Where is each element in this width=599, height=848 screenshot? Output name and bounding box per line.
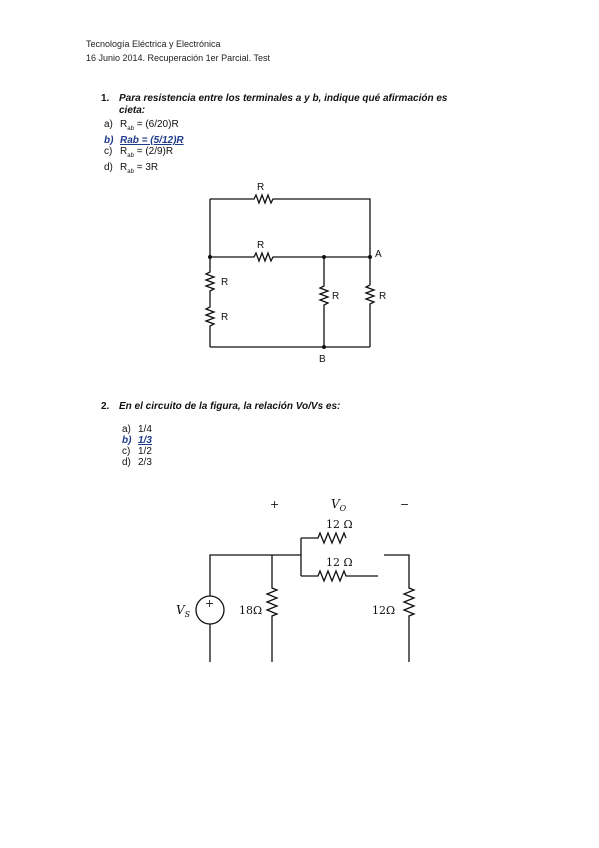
circuit-2-resistor-18 — [265, 555, 279, 662]
circuit-2-vs-label: VS — [176, 603, 191, 619]
circuit-1-label-r-center: R — [332, 291, 339, 302]
question-2-text: En el circuito de la figura, la relación… — [119, 401, 341, 412]
question-2-options: a)1/4 b)1/3 c)1/2 d)2/3 — [122, 424, 152, 468]
circuit-1-resistors-left-series — [204, 257, 216, 347]
document-header: Tecnología Eléctrica y Electrónica 16 Ju… — [86, 37, 270, 65]
circuit-2-resistor-12-right — [384, 554, 416, 662]
question-2-title: 2. En el circuito de la figura, la relaci… — [101, 401, 340, 413]
circuit-1-label-node-b: B — [319, 354, 326, 365]
circuit-1-resistor-center — [318, 257, 330, 347]
circuit-1-label-r-left-upper: R — [221, 277, 228, 288]
circuit-2-wire-top-left — [209, 554, 301, 596]
question-1-text-line2: cieta: — [119, 105, 146, 116]
circuit-1-node-b — [322, 345, 326, 349]
circuit-1-resistor-middle — [210, 251, 370, 263]
question-1-text-line1: Para resistencia entre los terminales a … — [119, 93, 448, 104]
circuit-1-node-a — [368, 255, 372, 259]
circuit-1-resistor-top — [210, 193, 371, 285]
circuit-1-label-r-top: R — [257, 182, 264, 193]
question-1-option-b-answer[interactable]: b)Rab = (5/12)R — [104, 135, 184, 146]
circuit-1-label-r-middle: R — [257, 240, 264, 251]
question-1-title: 1. Para resistencia entre los terminales … — [101, 93, 447, 117]
exam-date: 16 Junio 2014. Recuperación 1er Parcial.… — [86, 53, 270, 63]
question-1-option-a[interactable]: a)Rab = (6/20)R — [104, 119, 179, 132]
question-2-option-d[interactable]: d)2/3 — [122, 457, 152, 468]
circuit-1-label-r-right: R — [379, 291, 386, 302]
circuit-2-voltage-source — [195, 595, 225, 625]
circuit-2-resistor-12-middle — [301, 569, 378, 583]
question-2-option-c[interactable]: c)1/2 — [122, 446, 152, 457]
circuit-2-resistor-12-top — [301, 531, 347, 545]
circuit-1-resistor-right — [364, 284, 376, 347]
question-1-number: 1. — [101, 93, 110, 104]
circuit-1-node-center — [322, 255, 326, 259]
question-2-option-a[interactable]: a)1/4 — [122, 424, 152, 435]
circuit-1-label-r-left-lower: R — [221, 312, 228, 323]
circuit-2-label-12-right: 12Ω — [372, 604, 395, 617]
question-1-option-d[interactable]: d)Rab = 3R — [104, 162, 159, 175]
circuit-1-node-left — [208, 255, 212, 259]
question-2-option-b-answer[interactable]: b)1/3 — [122, 435, 152, 446]
circuit-2-label-12-middle: 12 Ω — [326, 556, 353, 569]
question-1-option-c[interactable]: c)Rab = (2/9)R — [104, 146, 174, 159]
question-1-options: a)Rab = (6/20)R b)Rab = (5/12)R c)Rab = … — [104, 119, 184, 178]
circuit-2-label-18: 18Ω — [239, 604, 262, 617]
circuit-2-source-sign: + — [205, 597, 214, 610]
course-title: Tecnología Eléctrica y Electrónica — [86, 39, 221, 49]
circuit-1-label-node-a: A — [375, 249, 382, 260]
circuit-2-label-12-top: 12 Ω — [326, 518, 353, 531]
circuit-2-plus: + — [270, 498, 279, 511]
circuit-2-vo-label: VO — [331, 497, 347, 513]
question-2-number: 2. — [101, 401, 110, 412]
circuit-2-minus: − — [400, 498, 409, 511]
